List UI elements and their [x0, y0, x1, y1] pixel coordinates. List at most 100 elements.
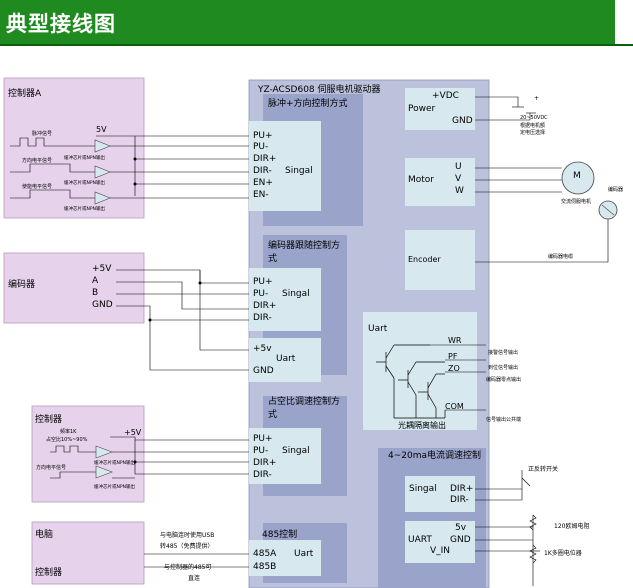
motor-pin-w: W: [455, 186, 464, 196]
enc-pin-pu-plus: PU+: [253, 277, 273, 287]
uart-out-pf: PF: [448, 352, 458, 361]
enc-uart-label: Uart: [276, 354, 296, 364]
uart-out-isolation: 光耦隔离输出: [398, 421, 446, 430]
current-signal-block: [405, 476, 475, 512]
power-block: [405, 88, 475, 130]
controller-b-duty: 占空比10%~90%: [46, 437, 88, 443]
current-uart-5v: 5v: [455, 523, 467, 533]
encoder-pin-gnd: GND: [92, 300, 113, 310]
controller-b-box: [31, 405, 145, 503]
pc-box: [31, 521, 145, 585]
encoder-annotation: 编码器: [608, 187, 624, 193]
enc-pin-dir-minus: DIR-: [253, 313, 272, 323]
controller-b-dir-signal: 方向电平信号: [36, 465, 67, 471]
enc-uart-gnd: GND: [253, 366, 274, 376]
encoder-pin-5v: +5V: [92, 264, 112, 274]
duty-pin-pu-plus: PU+: [253, 434, 273, 444]
controller-b-title: 控制器: [35, 415, 63, 425]
pc-usb-note-2: 转485（免费提供）: [160, 543, 214, 550]
motor-pin-v: V: [455, 174, 462, 184]
controller-a-dir-signal: 方向电平信号: [22, 158, 53, 164]
supply-voltage: 20~50VDC: [520, 115, 548, 121]
pin-pu-minus: PU-: [253, 142, 269, 152]
uart-out-block: [363, 312, 477, 430]
current-uart-block: [405, 521, 475, 563]
wr-output-annotation: 接警信号输出: [488, 350, 519, 356]
pf-output-annotation: 到位信号输出: [488, 365, 519, 371]
current-pin-dir-plus: DIR+: [450, 484, 474, 494]
power-vdc: +VDC: [432, 91, 459, 101]
zo-output-annotation: 编码器零点输出: [486, 377, 522, 383]
controller-a-buffer-note-2: 缓冲芯片或NPN输出: [64, 181, 105, 186]
motor-annotation: 交流伺服电机: [561, 199, 592, 205]
current-uart-vin: V_IN: [430, 546, 451, 556]
header-divider: [0, 44, 633, 46]
encoder-uart-block: [249, 338, 321, 382]
current-pin-dir-minus: DIR-: [450, 495, 469, 505]
motor-block: [405, 158, 475, 206]
encoder-pin-a: A: [92, 276, 99, 286]
current-uart-gnd: GND: [450, 535, 471, 545]
resistor-annotation: 120欧姆电阻: [554, 523, 590, 530]
pulse-mode-block: [249, 121, 321, 211]
uart-out-title: Uart: [368, 324, 388, 334]
enc-pin-pu-minus: PU-: [253, 289, 269, 299]
potentiometer-symbol: [529, 544, 537, 564]
power-label: Power: [408, 104, 436, 114]
controller-a-title: 控制器A: [8, 89, 42, 99]
pc-usb-note-1: 与电脑连时使用USB: [160, 532, 215, 539]
enc-pin-dir-plus: DIR+: [253, 301, 277, 311]
pot-annotation: 1K多圈电位器: [544, 550, 582, 557]
duty-pin-pu-minus: PU-: [253, 446, 269, 456]
pin-en-minus: EN-: [253, 190, 269, 200]
encoder-source-box: [3, 252, 145, 324]
controller-a-buffer-note-3: 缓冲芯片或NPN输出: [64, 207, 105, 212]
current-mode-title: 4~20ma电流调速控制: [388, 451, 482, 461]
rs485-title: 485控制: [262, 530, 298, 540]
supply-note-2: 定电压选择: [520, 130, 546, 136]
uart-out-wr: WR: [448, 336, 462, 345]
current-mode-section: [378, 448, 486, 588]
switch-symbol: [521, 477, 531, 487]
pulse-mode-title: 脉冲+方向控制方式: [268, 99, 348, 109]
controller-a-pulse-signal: 脉冲信号: [32, 131, 53, 137]
duty-signal-label: Singal: [282, 446, 310, 456]
encoder-follow-title: 编码器跟随控制方式: [268, 241, 341, 264]
encoder-label: Encoder: [408, 255, 441, 264]
driver-title: YZ-ACSD608 伺服电机驱动器: [258, 85, 381, 95]
controller-b-voltage: +5V: [124, 428, 142, 437]
supply-note-1: 根据电机额: [520, 123, 546, 129]
resistor-symbol: [529, 514, 537, 531]
pin-pu-plus: PU+: [253, 131, 273, 141]
uart-out-zo: ZO: [448, 364, 460, 373]
encoder-cable-annotation: 编码器电缆: [548, 254, 574, 260]
pin-dir-minus: DIR-: [253, 166, 272, 176]
motor-pin-u: U: [455, 162, 462, 172]
current-signal-label: Singal: [409, 484, 437, 494]
motor-symbol: M: [573, 171, 581, 181]
enc-uart-5v: +5v: [253, 344, 272, 354]
controller-a-box: [3, 77, 145, 219]
com-output-annotation: 信号输出公共端: [486, 417, 522, 423]
controller-b-freq: 频率1K: [60, 429, 77, 435]
supply-plus: +: [534, 95, 540, 102]
encoder-source-title: 编码器: [8, 280, 36, 290]
encoder-block: [405, 230, 475, 290]
controller-a-voltage: 5V: [96, 125, 107, 134]
motor-label: Motor: [408, 175, 435, 185]
pin-dir-plus: DIR+: [253, 154, 277, 164]
uart-out-com: COM: [445, 402, 464, 411]
pulse-signal-label: Singal: [285, 166, 313, 176]
controller-a-en-signal: 使能电平信号: [22, 184, 53, 190]
pc-controller: 控制器: [35, 568, 63, 578]
duty-pin-dir-plus: DIR+: [253, 458, 277, 468]
current-uart-label: UART: [408, 535, 432, 545]
pin-en-plus: EN+: [253, 178, 273, 188]
pc-title: 电脑: [35, 530, 54, 540]
motor-circle: [561, 161, 595, 195]
encoder-pin-b: B: [92, 288, 99, 298]
duty-pin-dir-minus: DIR-: [253, 470, 272, 480]
controller-b-buffer-note-2: 缓冲芯片或NPN输出: [94, 485, 135, 490]
rs485-block: [249, 540, 321, 576]
